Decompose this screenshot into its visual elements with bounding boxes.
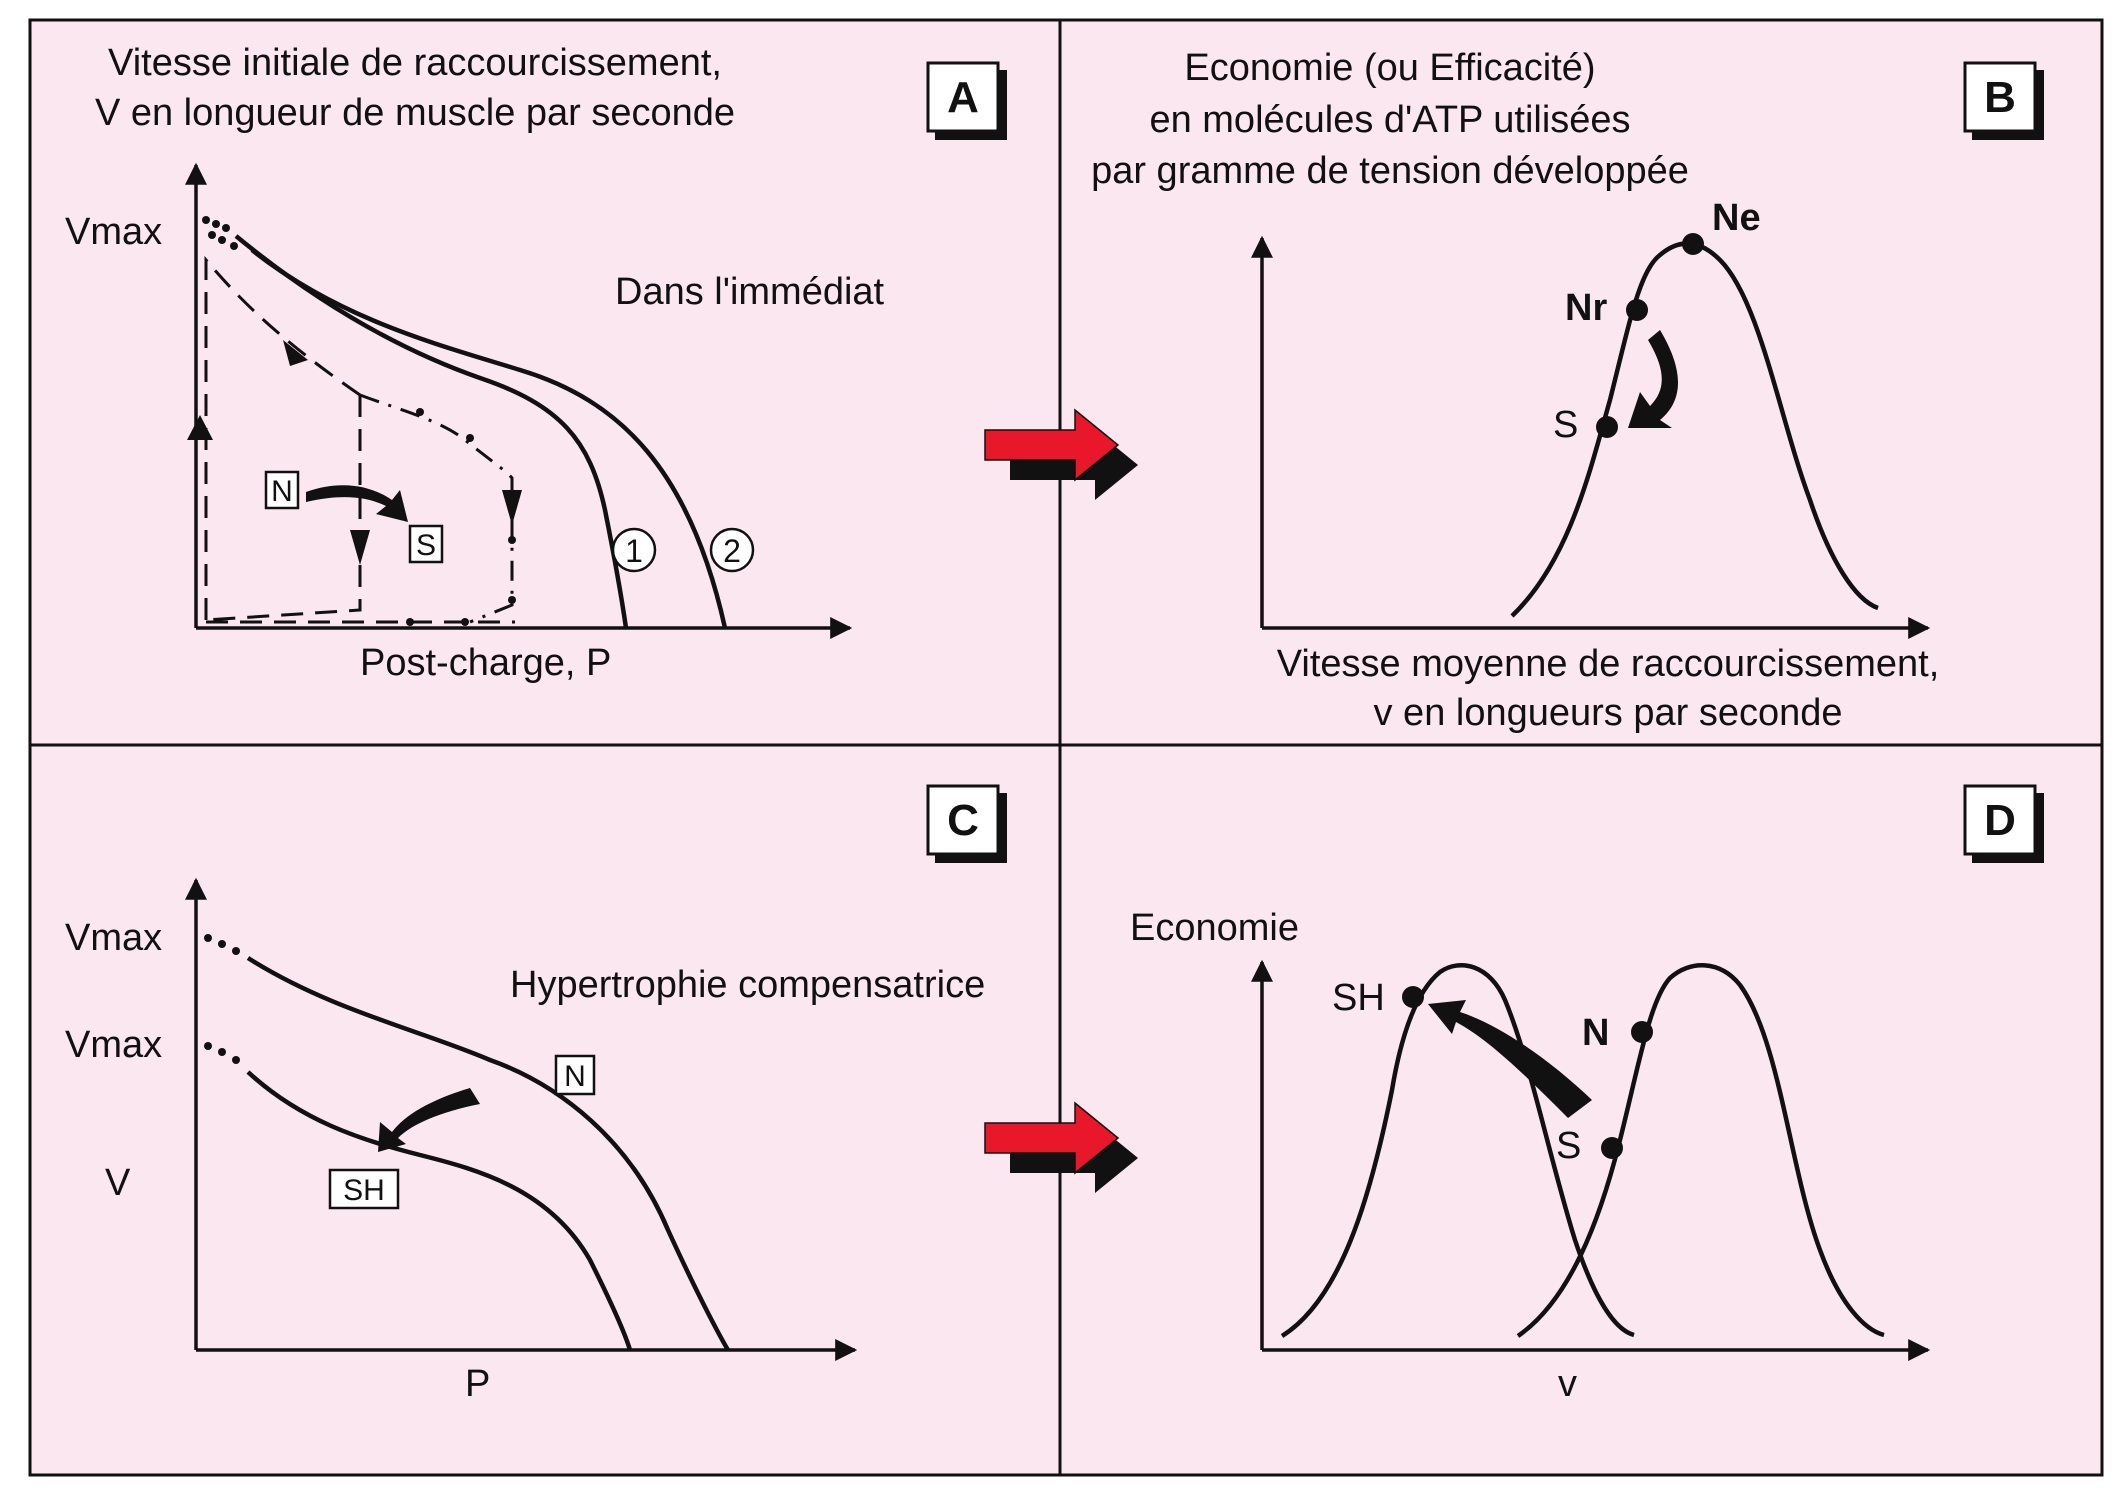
panel-d-point-sh [1402, 986, 1424, 1008]
panel-a-vmax-label: Vmax [65, 211, 162, 253]
right-arrow-icon [984, 408, 1138, 500]
curved-arrow-icon [306, 485, 408, 522]
panel-a-box-n: N [264, 470, 300, 510]
right-arrow-icon [984, 1101, 1138, 1193]
panel-d-x-label: v [1558, 1363, 1577, 1405]
panel-a-dashed-drop [205, 395, 362, 622]
curved-arrow-icon [378, 1088, 480, 1152]
panel-d-y-label: Economie [1130, 907, 1299, 949]
svg-text:N: N [564, 1060, 586, 1093]
panel-d-label-s: S [1556, 1125, 1581, 1167]
panel-c: C Vmax Vmax V Hypertrophie compensatrice… [65, 784, 1007, 1405]
panel-a-loop-dots [406, 408, 516, 626]
panel-c-vmax-1: Vmax [65, 917, 162, 959]
svg-text:SH: SH [343, 1174, 385, 1207]
panel-a-curve-2-label: 2 [709, 527, 755, 573]
panel-b-point-ne [1682, 233, 1704, 255]
panel-b-point-s [1596, 416, 1618, 438]
panel-a-annotation: Dans l'immédiat [615, 271, 885, 313]
panel-d: D Economie v SH N S [1130, 784, 2044, 1405]
panel-a-x-label: Post-charge, P [360, 642, 611, 684]
svg-text:N: N [271, 475, 293, 508]
panel-a-y-title-line1: Vitesse initiale de raccourcissement, [108, 42, 722, 84]
panel-c-letter: C [947, 796, 979, 845]
curved-arrow-icon [1428, 1000, 1592, 1118]
panel-a-dots [202, 216, 238, 250]
panel-c-y-label: V [105, 1162, 131, 1204]
panel-a: A Vitesse initiale de raccourcissement, … [65, 42, 1007, 684]
panel-c-box-n: N [554, 1054, 596, 1096]
panel-c-annotation: Hypertrophie compensatrice [510, 964, 985, 1006]
panel-c-curve-n [246, 956, 730, 1352]
panel-a-letter: A [947, 73, 979, 122]
panel-a-curve-2 [250, 248, 728, 629]
panel-c-curve-sh [246, 1070, 633, 1351]
panel-c-x-label: P [465, 1363, 490, 1405]
panel-b-label-ne: Ne [1712, 197, 1761, 239]
panel-c-vmax-2: Vmax [65, 1024, 162, 1066]
panel-a-loop-arrowhead-up [187, 415, 213, 440]
panel-b-x-label-line2: v en longueurs par seconde [1374, 692, 1843, 734]
panel-a-loop-arrowhead-right [502, 490, 522, 525]
panel-a-box-s: S [408, 524, 444, 564]
curved-arrow-icon [1628, 330, 1678, 428]
panel-d-label-n: N [1582, 1012, 1609, 1054]
panel-b-title-line3: par gramme de tension développée [1091, 150, 1689, 192]
panel-b-title-line1: Economie (ou Efficacité) [1184, 47, 1595, 89]
panel-c-letter-box: C [926, 784, 1007, 863]
panel-d-curve-n [1516, 963, 1885, 1338]
panel-a-loop-arrowhead-down [350, 530, 370, 565]
panel-b-letter: B [1984, 73, 2016, 122]
svg-text:2: 2 [723, 533, 741, 569]
panel-a-dashed-loop [204, 255, 361, 620]
panel-d-curve-sh [1280, 963, 1635, 1338]
svg-text:S: S [416, 529, 436, 562]
panel-a-y-title-line2: V en longueur de muscle par seconde [95, 92, 735, 134]
panel-a-letter-box: A [926, 61, 1007, 140]
panel-d-label-sh: SH [1332, 977, 1385, 1019]
frame-border [28, 18, 2104, 1477]
panel-c-box-sh: SH [328, 1168, 400, 1210]
panel-b: B Economie (ou Efficacité) en molécules … [1091, 47, 2044, 734]
panel-d-point-n [1631, 1021, 1653, 1043]
panel-a-loop-arrowhead-1 [283, 340, 308, 366]
panel-b-letter-box: B [1963, 61, 2044, 140]
panel-b-label-s: S [1553, 404, 1578, 446]
panel-d-letter-box: D [1963, 784, 2044, 863]
svg-text:1: 1 [625, 533, 643, 569]
panel-b-label-nr: Nr [1565, 287, 1607, 329]
frame-background [30, 20, 2102, 1475]
panel-d-letter: D [1984, 796, 2016, 845]
panel-a-curve-1-label: 1 [611, 527, 657, 573]
panel-b-point-nr [1626, 299, 1648, 321]
panel-c-dots [204, 934, 240, 1064]
panel-b-x-label-line1: Vitesse moyenne de raccourcissement, [1277, 643, 1940, 685]
panel-d-point-s [1601, 1137, 1623, 1159]
panel-b-title-line2: en molécules d'ATP utilisées [1149, 99, 1630, 141]
